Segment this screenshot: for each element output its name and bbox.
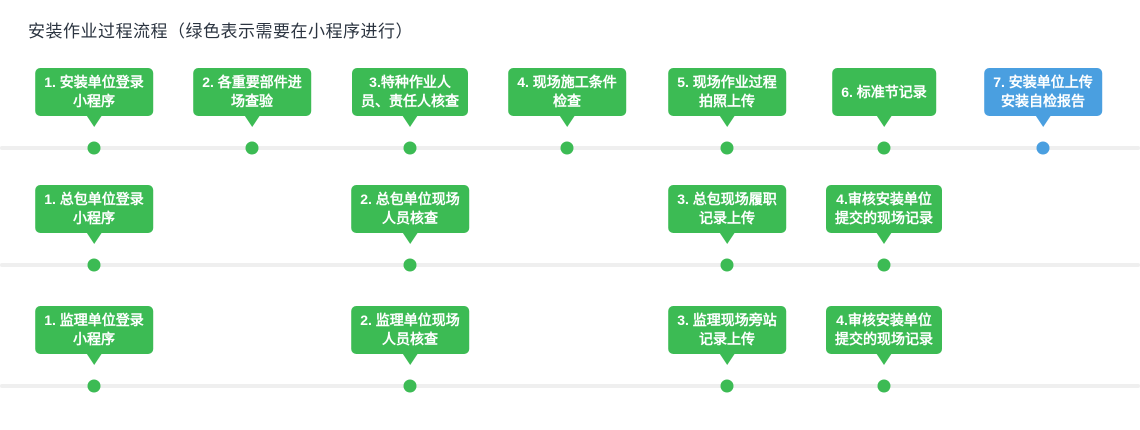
step-badge-install-2: 2. 各重要部件进 场查验	[193, 68, 311, 127]
step-badge-supervisor-1: 1. 监理单位登录 小程序	[35, 306, 153, 365]
step-label: 2. 监理单位现场	[360, 312, 460, 328]
step-badge-contractor-1: 1. 总包单位登录 小程序	[35, 185, 153, 244]
timeline-dot	[245, 141, 259, 155]
step-label: 提交的现场记录	[835, 210, 933, 226]
pointer-tail-icon	[85, 232, 102, 244]
step-label: 员、责任人核查	[361, 93, 459, 109]
pointer-tail-icon	[401, 232, 418, 244]
timeline-dot	[877, 141, 891, 155]
step-label: 2. 各重要部件进	[202, 74, 302, 90]
step-badge-install-3: 3.特种作业人 员、责任人核查	[352, 68, 468, 127]
timeline-dot	[877, 379, 891, 393]
step-label: 3. 监理现场旁站	[677, 312, 777, 328]
step-badge-install-4: 4. 现场施工条件 检查	[508, 68, 626, 127]
step-label: 记录上传	[698, 210, 755, 226]
pointer-tail-icon	[85, 353, 102, 365]
timeline-dot	[403, 379, 417, 393]
pointer-tail-icon	[401, 353, 418, 365]
step-badge-supervisor-2: 2. 监理单位现场 人员核查	[351, 306, 469, 365]
step-label: 提交的现场记录	[835, 331, 933, 347]
pointer-tail-icon	[243, 115, 260, 127]
timeline-dot	[720, 258, 734, 272]
step-label: 小程序	[72, 331, 115, 347]
step-badge-install-6: 6. 标准节记录	[832, 68, 936, 127]
step-label: 5. 现场作业过程	[677, 74, 777, 90]
step-label: 7. 安装单位上传	[993, 74, 1093, 90]
step-badge-supervisor-3: 3. 监理现场旁站 记录上传	[668, 306, 786, 365]
timeline-track-row3	[0, 384, 1140, 388]
step-label: 4. 现场施工条件	[517, 74, 617, 90]
timeline-dot	[87, 141, 101, 155]
timeline-track-row2	[0, 263, 1140, 267]
step-badge-install-5: 5. 现场作业过程 拍照上传	[668, 68, 786, 127]
timeline-dot	[403, 141, 417, 155]
pointer-tail-icon	[558, 115, 575, 127]
step-label: 1. 安装单位登录	[44, 74, 144, 90]
step-label: 小程序	[72, 93, 115, 109]
step-label: 1. 总包单位登录	[44, 191, 144, 207]
timeline-dot	[403, 258, 417, 272]
step-badge-contractor-2: 2. 总包单位现场 人员核查	[351, 185, 469, 244]
timeline-dot	[877, 258, 891, 272]
pointer-tail-icon	[85, 115, 102, 127]
pointer-tail-icon	[718, 353, 735, 365]
timeline-dot	[720, 379, 734, 393]
timeline-dot	[560, 141, 574, 155]
step-badge-supervisor-4: 4.审核安装单位 提交的现场记录	[826, 306, 942, 365]
step-label: 检查	[552, 93, 581, 109]
step-label: 拍照上传	[698, 93, 755, 109]
step-label: 4.审核安装单位	[836, 312, 932, 328]
step-label: 6. 标准节记录	[841, 83, 927, 100]
step-label: 人员核查	[381, 210, 438, 226]
step-label: 3. 总包现场履职	[677, 191, 777, 207]
timeline-dot-blue	[1036, 141, 1050, 155]
step-label: 3.特种作业人	[369, 74, 451, 90]
pointer-tail-icon	[875, 115, 892, 127]
timeline-dot	[720, 141, 734, 155]
step-badge-contractor-3: 3. 总包现场履职 记录上传	[668, 185, 786, 244]
step-label: 人员核查	[381, 331, 438, 347]
pointer-tail-icon	[718, 115, 735, 127]
pointer-tail-icon	[1034, 115, 1051, 127]
step-badge-install-1: 1. 安装单位登录 小程序	[35, 68, 153, 127]
step-label: 安装自检报告	[1000, 93, 1085, 109]
timeline-dot	[87, 379, 101, 393]
page-title: 安装作业过程流程（绿色表示需要在小程序进行）	[28, 22, 413, 41]
step-label: 1. 监理单位登录	[44, 312, 144, 328]
step-label: 场查验	[230, 93, 273, 109]
pointer-tail-icon	[718, 232, 735, 244]
step-badge-install-7: 7. 安装单位上传 安装自检报告	[984, 68, 1102, 127]
step-label: 小程序	[72, 210, 115, 226]
step-badge-contractor-4: 4.审核安装单位 提交的现场记录	[826, 185, 942, 244]
step-label: 2. 总包单位现场	[360, 191, 460, 207]
step-label: 4.审核安装单位	[836, 191, 932, 207]
step-label: 记录上传	[698, 331, 755, 347]
pointer-tail-icon	[402, 115, 418, 127]
pointer-tail-icon	[876, 353, 892, 365]
pointer-tail-icon	[876, 232, 892, 244]
timeline-dot	[87, 258, 101, 272]
